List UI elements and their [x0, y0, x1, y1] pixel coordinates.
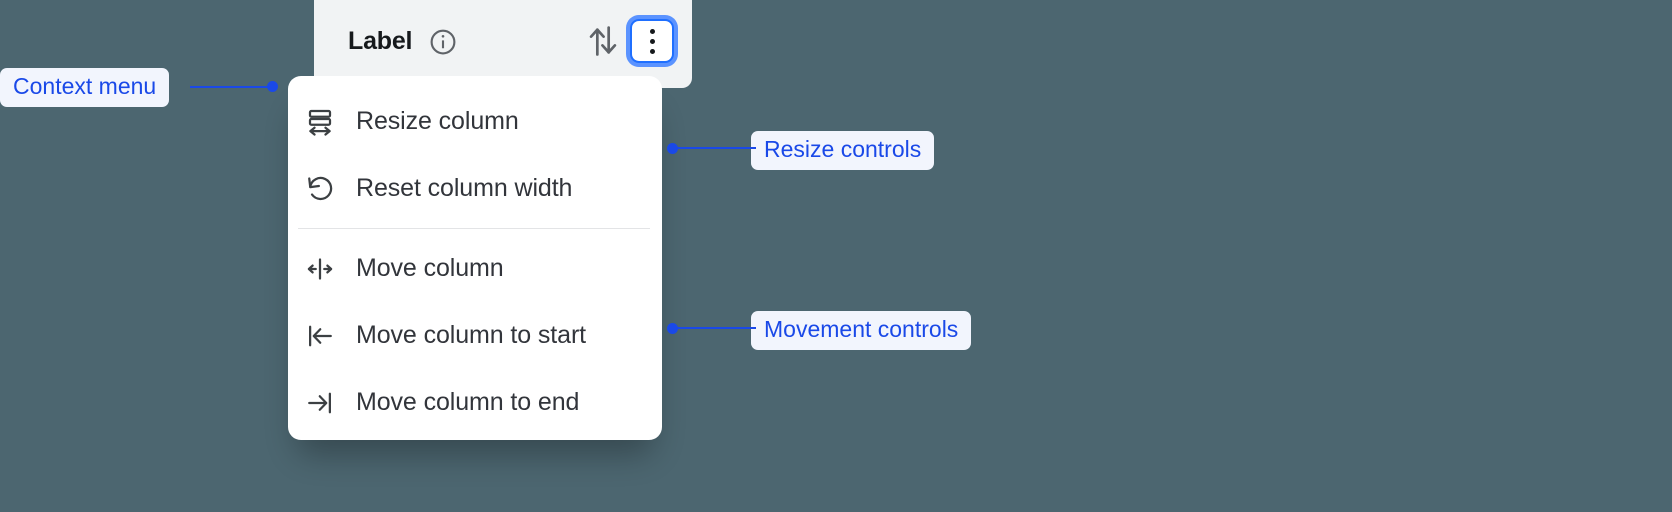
menu-item-resize-column[interactable]: Resize column [288, 88, 662, 155]
menu-item-label: Move column to start [356, 321, 587, 349]
context-menu: Resize column Reset column width [288, 76, 662, 440]
sort-up-down-icon[interactable] [586, 18, 630, 60]
column-header-card: Label [314, 0, 692, 88]
annotation-endpoint-dot [667, 143, 678, 154]
annotation-endpoint-dot [267, 81, 278, 92]
move-column-icon [302, 251, 338, 287]
resize-group: Resize column Reset column width [288, 88, 662, 222]
menu-item-move-column-to-start[interactable]: Move column to start [288, 302, 662, 369]
kebab-dot [649, 38, 655, 44]
menu-item-label: Move column [356, 254, 504, 282]
annotation-label-resize-controls: Resize controls [751, 131, 935, 170]
menu-item-move-column[interactable]: Move column [288, 235, 662, 302]
menu-item-label: Move column to end [356, 388, 580, 416]
menu-item-label: Resize column [356, 107, 519, 135]
move-to-end-icon [302, 385, 338, 421]
resize-column-icon [302, 104, 338, 140]
column-menu-button[interactable] [630, 19, 674, 63]
annotation-leader-line [672, 327, 756, 329]
kebab-dot [649, 28, 655, 34]
kebab-dot [649, 48, 655, 54]
info-icon[interactable] [412, 22, 458, 57]
menu-item-move-column-to-end[interactable]: Move column to end [288, 369, 662, 436]
menu-divider [298, 228, 650, 229]
move-to-start-icon [302, 318, 338, 354]
annotation-leader-line [672, 147, 756, 149]
movement-group: Move column Move column to start [288, 235, 662, 436]
annotation-leader-line [190, 86, 272, 88]
annotation-label-movement-controls: Movement controls [751, 311, 972, 350]
page-title: Label [348, 26, 413, 55]
annotation-endpoint-dot [667, 323, 678, 334]
menu-item-reset-column-width[interactable]: Reset column width [288, 155, 662, 222]
reset-width-undo-icon [302, 171, 338, 207]
annotation-label-context-menu: Context menu [0, 68, 170, 107]
menu-item-label: Reset column width [356, 174, 573, 202]
